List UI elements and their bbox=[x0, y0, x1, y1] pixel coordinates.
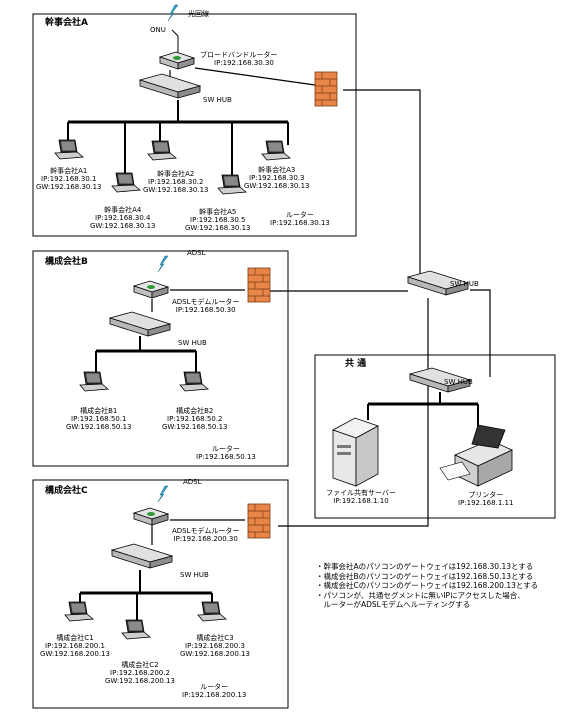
c-router-icon bbox=[133, 507, 169, 526]
b-adsl-label: ADSL bbox=[187, 249, 206, 257]
common-hub-label: SW HUB bbox=[444, 378, 473, 386]
b-sw-hub-icon bbox=[109, 311, 171, 337]
c-adsl-line-icon bbox=[157, 485, 169, 503]
a-pc-a3-icon bbox=[261, 140, 291, 161]
fiber-line-icon bbox=[167, 4, 179, 22]
b-pc-b1-icon bbox=[79, 371, 109, 392]
a-pc-a1-icon bbox=[54, 139, 84, 160]
mid-hub-label: SW HUB bbox=[450, 280, 479, 288]
file-server-icon bbox=[332, 417, 379, 487]
note-item: ルーターがADSLモデムへルーティングする bbox=[316, 600, 471, 609]
a-pc-a5-icon bbox=[217, 174, 247, 195]
section-common-title: 共 通 bbox=[345, 359, 367, 369]
a-router-icon bbox=[159, 51, 195, 70]
c-pc-c3-icon bbox=[197, 601, 227, 622]
section-c-title: 構成会社C bbox=[45, 486, 88, 496]
b-pc-b2-icon bbox=[179, 371, 209, 392]
c-hub-label: SW HUB bbox=[180, 571, 209, 579]
b-firewall-icon bbox=[247, 267, 271, 303]
b-router-icon bbox=[133, 280, 169, 299]
note-item: ・構成会社Bのパソコンのゲートウェイは192.168.50.13とする bbox=[316, 571, 534, 581]
a-pc-a4-icon bbox=[111, 172, 141, 193]
a-sw-hub-icon bbox=[139, 73, 201, 99]
c-pc-c2-icon bbox=[121, 619, 151, 640]
note-item: ・パソコンが、共通セグメントに無いIPにアクセスした場合、 bbox=[316, 590, 525, 600]
c-adsl-label: ADSL bbox=[183, 478, 202, 486]
a-hub-label: SW HUB bbox=[203, 96, 232, 104]
notes-list: ・幹事会社Aのパソコンのゲートウェイは192.168.30.13とする ・構成会… bbox=[316, 562, 538, 610]
section-c-box bbox=[32, 479, 289, 709]
section-common-box bbox=[314, 354, 556, 519]
onu-label: ONU bbox=[150, 26, 166, 34]
printer-icon bbox=[439, 424, 513, 487]
c-firewall-icon bbox=[247, 503, 271, 539]
note-item: ・構成会社Cのパソコンのゲートウェイは192.168.200.13とする bbox=[316, 581, 539, 590]
b-hub-label: SW HUB bbox=[178, 339, 207, 347]
section-b-box bbox=[32, 250, 289, 467]
section-b-title: 構成会社B bbox=[45, 257, 88, 267]
section-a-box bbox=[32, 13, 357, 237]
c-sw-hub-icon bbox=[111, 543, 173, 569]
section-a-title: 幹事会社A bbox=[45, 18, 88, 28]
b-adsl-line-icon bbox=[157, 255, 169, 273]
a-firewall-icon bbox=[314, 71, 338, 107]
c-pc-c1-icon bbox=[64, 601, 94, 622]
a-pc-a2-icon bbox=[147, 140, 177, 161]
fiber-label: 光回線 bbox=[188, 10, 209, 18]
note-item: ・幹事会社Aのパソコンのゲートウェイは192.168.30.13とする bbox=[316, 562, 534, 571]
